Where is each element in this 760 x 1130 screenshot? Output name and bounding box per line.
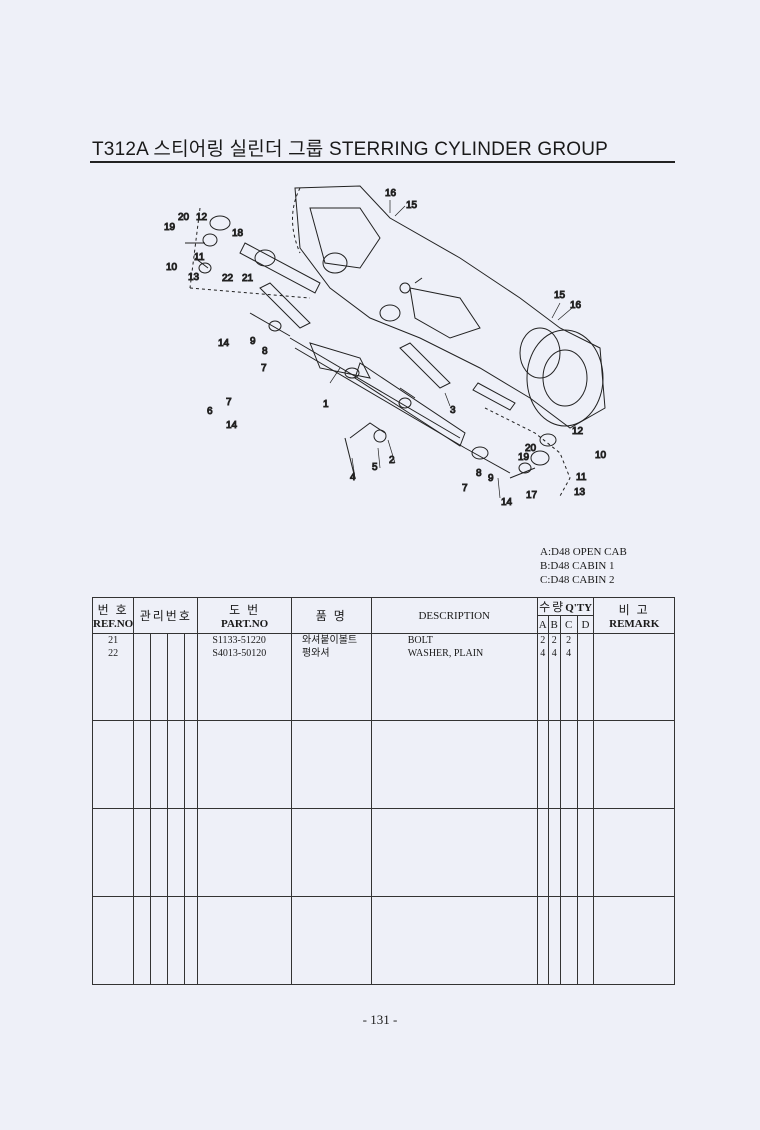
table-row-block: [91, 896, 675, 985]
callout: 16: [570, 300, 582, 311]
callout: 15: [406, 200, 418, 211]
callout: 20: [178, 212, 190, 223]
parts-table: 번 호 REF.NO 관리번호 도 번 PART.NO 품 명 DESCRIPT…: [91, 597, 675, 985]
callout: 8: [476, 468, 482, 479]
header-mgmt: 관리번호: [133, 597, 199, 634]
exploded-parts-diagram: 20 12 19 18 10 11 13 22 21 16 15 15 16 1…: [164, 185, 608, 509]
header-description: DESCRIPTION: [370, 597, 538, 634]
header-qty-d: D: [576, 615, 595, 634]
callout: 14: [226, 420, 238, 431]
header-part-no: 도 번 PART.NO: [197, 597, 292, 634]
callout: 15: [554, 290, 566, 301]
name-ko-cell: 와셔붙이볼트 평와셔: [290, 633, 372, 721]
callout: 7: [261, 363, 267, 374]
callout: 11: [576, 472, 587, 483]
axle-housing: [292, 185, 606, 429]
callout: 22: [222, 273, 234, 284]
callout: 12: [572, 426, 584, 437]
header-qty-b: B: [547, 615, 561, 634]
callout: 8: [262, 346, 268, 357]
header-qty-a: A: [536, 615, 549, 634]
callout: 7: [462, 483, 468, 494]
callout: 14: [218, 338, 230, 349]
qty-c-cell: 2 4: [559, 633, 578, 721]
qty-b-cell: 2 4: [547, 633, 561, 721]
left-rod-end: [185, 207, 321, 337]
table-row-block: 21 22 S1133-51220 S4013-50120 와셔붙이볼트 평와셔…: [91, 633, 675, 721]
header-remark: 비 고 REMARK: [593, 597, 675, 634]
callout: 9: [488, 473, 494, 484]
steering-cylinder: [289, 337, 466, 449]
callout: 13: [574, 487, 586, 498]
page-title: T312A 스티어링 실린더 그룹 STERRING CYLINDER GROU…: [92, 139, 609, 160]
callout: 5: [372, 462, 378, 473]
legend-item: C:D48 CABIN 2: [540, 574, 615, 586]
callout: 16: [385, 188, 397, 199]
callout: 19: [164, 222, 176, 233]
legend-item: A:D48 OPEN CAB: [540, 546, 627, 558]
table-row-block: [91, 808, 675, 897]
callout: 3: [450, 405, 456, 416]
callout: 18: [232, 228, 244, 239]
callout: 20: [525, 443, 537, 454]
callout-leaders: [329, 200, 573, 499]
page-number: - 131 -: [362, 1012, 398, 1027]
qty-d-cell: [576, 633, 595, 721]
header-ref: 번 호 REF.NO: [91, 597, 135, 634]
callout-labels: 20 12 19 18 10 11 13 22 21 16 15 15 16 1…: [164, 188, 608, 509]
callout: 9: [250, 336, 256, 347]
ref-cell: 21 22: [91, 633, 135, 721]
callout: 13: [188, 272, 200, 283]
description-cell: BOLT WASHER, PLAIN: [370, 633, 538, 721]
callout: 14: [501, 497, 513, 508]
model-legend: A:D48 OPEN CAB B:D48 CABIN 1 C:D48 CABIN…: [540, 545, 627, 587]
callout: 2: [389, 455, 395, 466]
table-row-block: [91, 720, 675, 809]
bracket-hardware: [344, 277, 451, 479]
callout: 10: [166, 262, 178, 273]
callout: 1: [323, 399, 329, 410]
callout: 17: [526, 490, 538, 501]
remark-cell: [593, 633, 675, 721]
part-no-cell: S1133-51220 S4013-50120: [197, 633, 292, 721]
callout: 12: [196, 212, 208, 223]
legend-item: B:D48 CABIN 1: [540, 560, 615, 572]
right-rod-end: [464, 382, 571, 497]
callout: 11: [194, 252, 205, 263]
callout: 6: [207, 406, 213, 417]
callout: 21: [242, 273, 254, 284]
callout: 7: [226, 397, 232, 408]
header-qty-c: C: [559, 615, 578, 634]
callout: 4: [350, 472, 356, 483]
callout: 19: [518, 452, 530, 463]
title-rule: [90, 161, 675, 163]
header-name-ko: 품 명: [290, 597, 372, 634]
callout: 10: [595, 450, 607, 461]
header-qty: 수량Q'TY: [536, 597, 595, 616]
qty-a-cell: 2 4: [536, 633, 549, 721]
